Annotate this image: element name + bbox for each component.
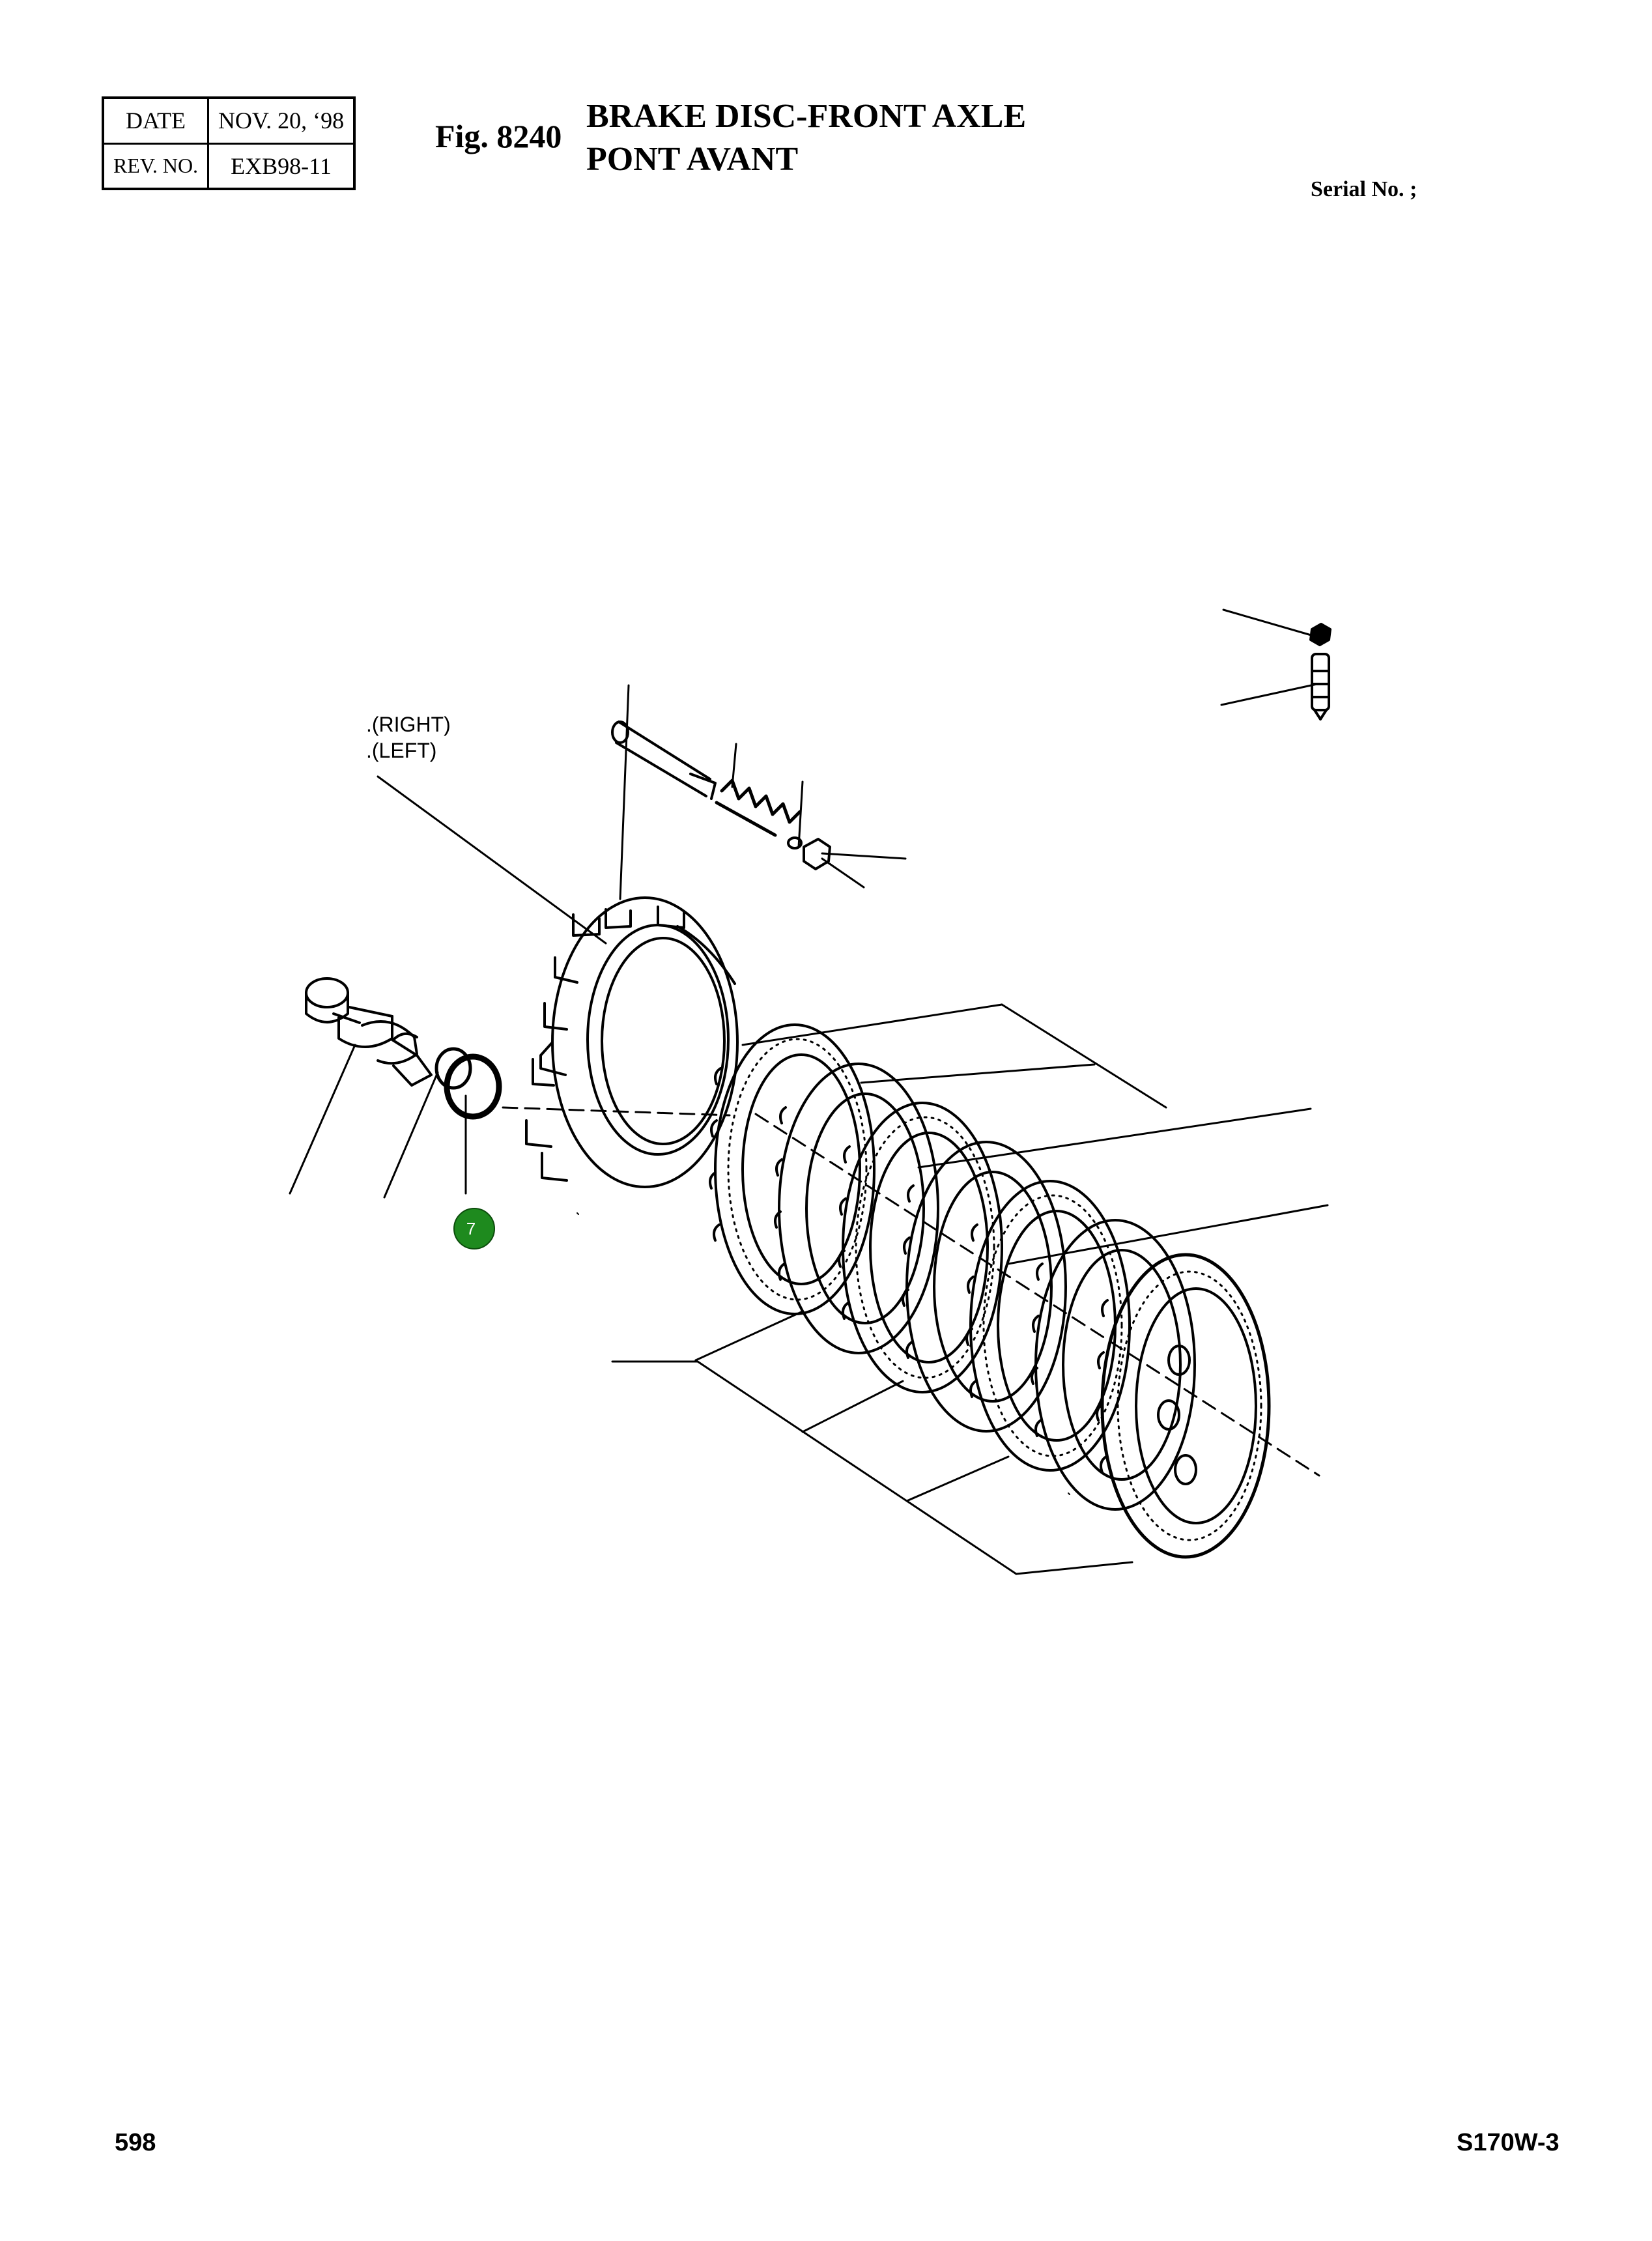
brake-disc-stack (709, 1023, 1271, 1559)
title-line-1: BRAKE DISC-FRONT AXLE (586, 98, 1027, 135)
lock-nut (787, 836, 831, 870)
leader-lines (289, 608, 1324, 1363)
side-label-right: .(RIGHT) (366, 713, 451, 736)
brake-piston (525, 896, 739, 1188)
page-number: 598 (115, 2129, 156, 2156)
serial-number: Serial No. ; (1311, 177, 1417, 201)
page-title: BRAKE DISC-FRONT AXLE PONT AVANT (586, 95, 1026, 181)
spring (715, 778, 802, 837)
scan-specks (577, 1212, 1070, 1495)
side-label-left: .(LEFT) (366, 739, 437, 762)
title-line-2: PONT AVANT (586, 141, 799, 178)
revision-table: DATE NOV. 20, ‘98 REV. NO. EXB98-11 (102, 96, 356, 190)
grouping-lines (694, 1003, 1329, 1575)
figure-number: Fig. 8240 (435, 118, 562, 154)
callout-7-number: 7 (466, 1218, 476, 1238)
center-axis (502, 1106, 1320, 1477)
bleeder-fitting (1309, 623, 1332, 721)
date-label: DATE (102, 96, 209, 145)
adjusting-pin (611, 721, 717, 800)
model-code: S170W-3 (1457, 2129, 1559, 2156)
snap-ring (434, 1047, 502, 1120)
callout-7-badge[interactable]: 7 (453, 1208, 495, 1249)
rev-value: EXB98-11 (207, 142, 356, 190)
rev-label: REV. NO. (102, 142, 209, 190)
axle-shaft (305, 977, 433, 1087)
date-value: NOV. 20, ‘98 (207, 96, 356, 145)
